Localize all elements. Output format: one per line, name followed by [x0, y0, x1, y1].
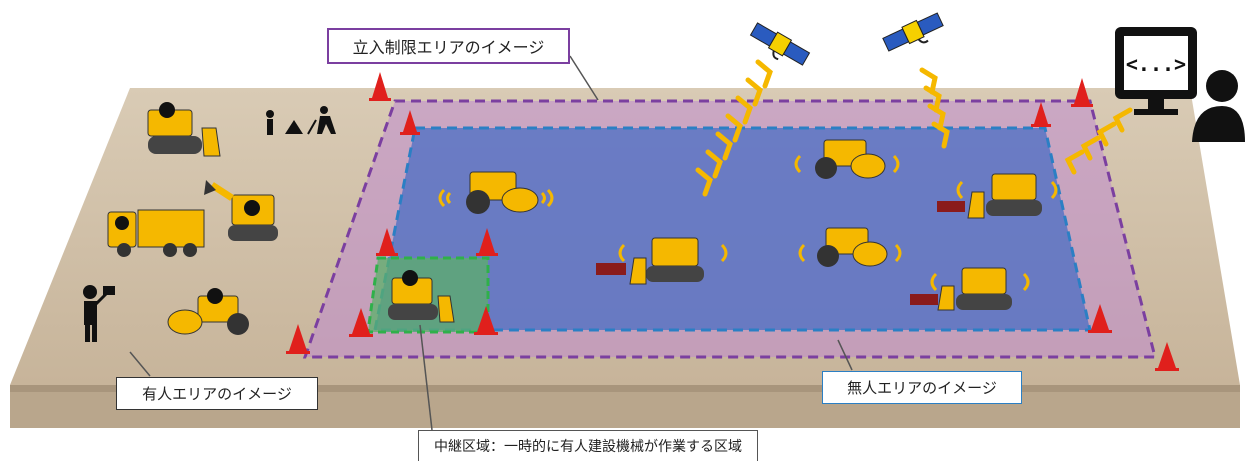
worker-icon [266, 106, 336, 135]
worker-icon [83, 285, 115, 342]
construction-machine-icon [388, 270, 455, 323]
unmanned-area-label: 無人エリアのイメージ [822, 371, 1022, 404]
satellite-icon [749, 22, 811, 66]
construction-machine-icon [107, 209, 205, 257]
construction-machine-icon [147, 102, 221, 157]
remote-operator-icon: <...> [1115, 27, 1245, 142]
construction-machine-icon [910, 267, 1030, 311]
restricted-area-label: 立入制限エリアのイメージ [327, 28, 570, 64]
construction-machine-icon [438, 171, 554, 214]
construction-machine-icon [204, 180, 278, 241]
svg-text:<...>: <...> [1126, 52, 1186, 76]
satellite-icon [882, 12, 944, 52]
relay-zone-label: 中継区域：一時的に有人建設機械が作業する区域 [418, 430, 758, 461]
construction-machine-icon [167, 288, 249, 335]
manned-area-label: 有人エリアのイメージ [116, 377, 318, 410]
construction-machine-icon [798, 227, 902, 267]
construction-machine-icon [596, 237, 728, 285]
signal-arrows [695, 59, 1133, 197]
construction-machine-icon [794, 139, 900, 179]
construction-machine-icon [937, 173, 1058, 219]
traffic-cone-icon [286, 72, 1179, 371]
callout-lines [129, 55, 853, 431]
